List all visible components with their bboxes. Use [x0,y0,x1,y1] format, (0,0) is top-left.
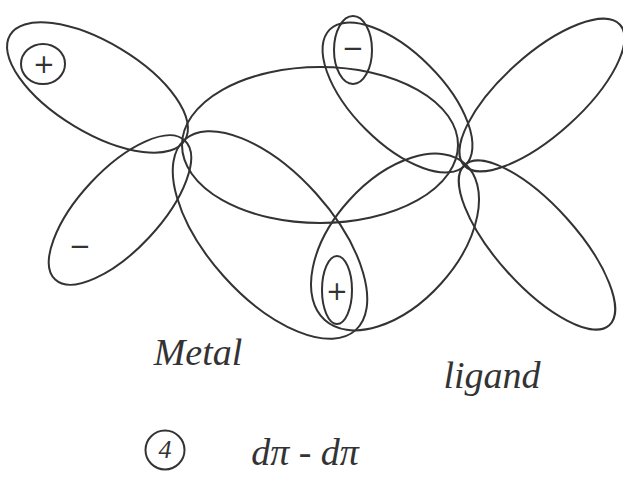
ligand-label: ligand [443,356,540,394]
ligand-lobe [279,122,512,361]
callout-circle: 4 [144,429,186,471]
sign-ring [21,44,65,84]
phase-sign: − [68,233,92,259]
ligand-lobe [435,138,623,352]
metal-lobe [182,67,458,223]
phase-sign: + [32,51,56,77]
phase-sign: − [341,35,365,61]
metal-lobe [26,113,214,307]
circle-outline [146,431,185,470]
metal-label: Metal [154,333,243,371]
overlap-ring [322,256,352,324]
overlap-type: dπ - dπ [251,433,359,471]
phase-sign: + [325,278,349,304]
callout-number: 4 [159,437,172,463]
overlap-ring [334,16,372,84]
